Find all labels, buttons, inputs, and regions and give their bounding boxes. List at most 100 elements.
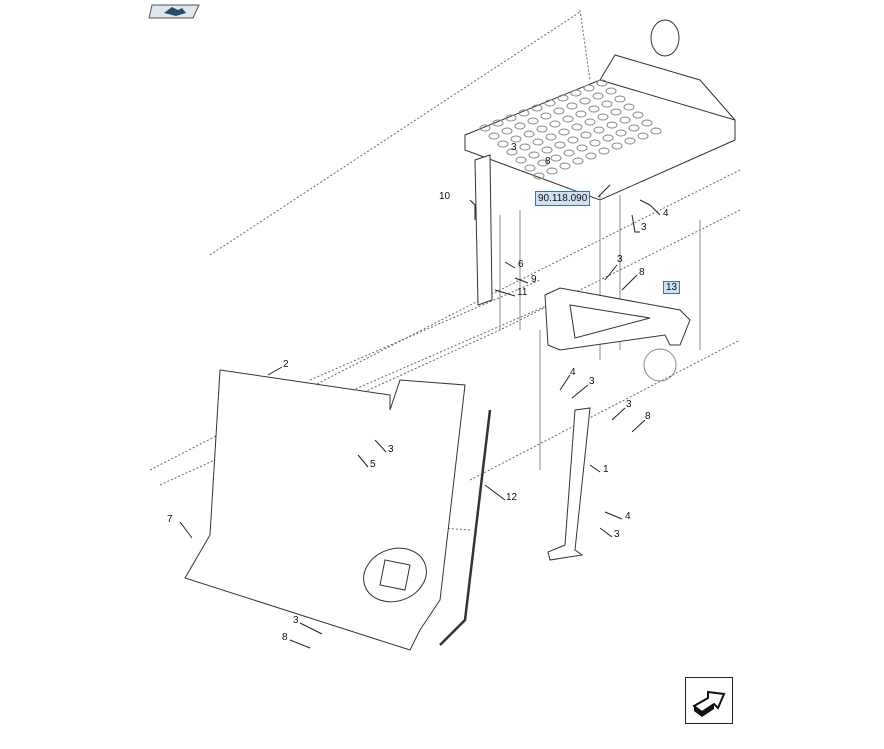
bracket-10 [474, 154, 493, 306]
grating-hole [583, 84, 595, 92]
grating-hole [615, 129, 627, 137]
grating-hole [540, 112, 552, 120]
grating-hole [546, 167, 558, 175]
grating-hole [605, 87, 617, 95]
support-13 [544, 287, 691, 351]
grating-hole [580, 131, 592, 139]
grating-hole [571, 123, 583, 131]
grating-hole [610, 108, 622, 116]
grating-hole [562, 115, 574, 123]
grating-hole [518, 109, 530, 117]
callout-3[interactable]: 3 [589, 376, 595, 387]
grating-hole [572, 157, 584, 165]
callout-12[interactable]: 12 [506, 492, 518, 503]
grating-hole [566, 102, 578, 110]
grating-hole [570, 89, 582, 97]
callout-5[interactable]: 5 [370, 459, 376, 470]
grating-hole [532, 138, 544, 146]
grating-hole [602, 134, 614, 142]
callout-7[interactable]: 7 [167, 514, 173, 525]
column [499, 195, 701, 470]
callout-3[interactable]: 3 [617, 254, 623, 265]
grating-hole [579, 97, 591, 105]
grating-hole [479, 124, 491, 132]
grating-hole [523, 130, 535, 138]
grating-hole [545, 133, 557, 141]
grating-hole [544, 99, 556, 107]
callout-6[interactable]: 6 [518, 259, 524, 270]
callout-3[interactable]: 3 [626, 399, 632, 410]
callout-10[interactable]: 10 [439, 191, 451, 202]
callout-4[interactable]: 4 [570, 367, 576, 378]
grating-hole [567, 136, 579, 144]
grating-hole [506, 148, 518, 156]
callout-2[interactable]: 2 [283, 359, 289, 370]
callout-11[interactable]: 11 [517, 287, 528, 298]
grating-hole [533, 172, 545, 180]
grating-hole [606, 121, 618, 129]
grating-hole [492, 119, 504, 127]
grating-hole [589, 139, 601, 147]
grating-hole [528, 151, 540, 159]
grating-hole [598, 147, 610, 155]
grating-hole [601, 100, 613, 108]
callout-3[interactable]: 3 [614, 529, 620, 540]
callout-8[interactable]: 8 [545, 156, 551, 167]
grating-hole [515, 156, 527, 164]
grating-hole [488, 132, 500, 140]
platform [464, 19, 736, 201]
grating-hole [593, 126, 605, 134]
callout-4[interactable]: 4 [625, 511, 631, 522]
reference-link-90-118-090[interactable]: 90.118.090 [535, 191, 591, 206]
grating-hole [575, 110, 587, 118]
grating-hole [597, 113, 609, 121]
grating-hole [554, 141, 566, 149]
grating-hole [563, 149, 575, 157]
callout-8[interactable]: 8 [645, 411, 651, 422]
callout-1[interactable]: 1 [603, 464, 609, 475]
grating-hole [624, 137, 636, 145]
bracket-1 [547, 407, 591, 561]
callout-8[interactable]: 8 [282, 632, 288, 643]
panel-2 [184, 369, 466, 651]
grating-hole [596, 79, 608, 87]
seal-12 [439, 409, 492, 646]
parts-catalog-icon[interactable] [148, 4, 200, 19]
callout-9[interactable]: 9 [531, 274, 537, 285]
callout-13-highlighted[interactable]: 13 [663, 281, 681, 294]
grating-hole [637, 132, 649, 140]
grating-hole [497, 140, 509, 148]
callout-3[interactable]: 3 [641, 222, 647, 233]
grating-hole [514, 122, 526, 130]
callout-8[interactable]: 8 [639, 267, 645, 278]
grating-hole [576, 144, 588, 152]
grating-hole [619, 116, 631, 124]
grating-hole [553, 107, 565, 115]
grating-hole [641, 119, 653, 127]
grating-hole [588, 105, 600, 113]
grating-hole [559, 162, 571, 170]
grating-hole [592, 92, 604, 100]
grating-hole [550, 154, 562, 162]
callout-3[interactable]: 3 [511, 142, 517, 153]
grating-hole [537, 159, 549, 167]
next-page-arrow-icon[interactable] [685, 677, 733, 724]
grating-hole [536, 125, 548, 133]
callout-4[interactable]: 4 [663, 208, 669, 219]
grating-hole [611, 142, 623, 150]
grating-hole [531, 104, 543, 112]
grating-hole [632, 111, 644, 119]
grating-hole [614, 95, 626, 103]
grating-hole [557, 94, 569, 102]
callout-3[interactable]: 3 [388, 444, 394, 455]
grating-hole [501, 127, 513, 135]
callout-3[interactable]: 3 [293, 615, 299, 626]
grating-hole [510, 135, 522, 143]
grating-hole [505, 114, 517, 122]
grating-hole [549, 120, 561, 128]
grating-hole [585, 152, 597, 160]
grating-hole [650, 127, 662, 135]
grating-hole [584, 118, 596, 126]
